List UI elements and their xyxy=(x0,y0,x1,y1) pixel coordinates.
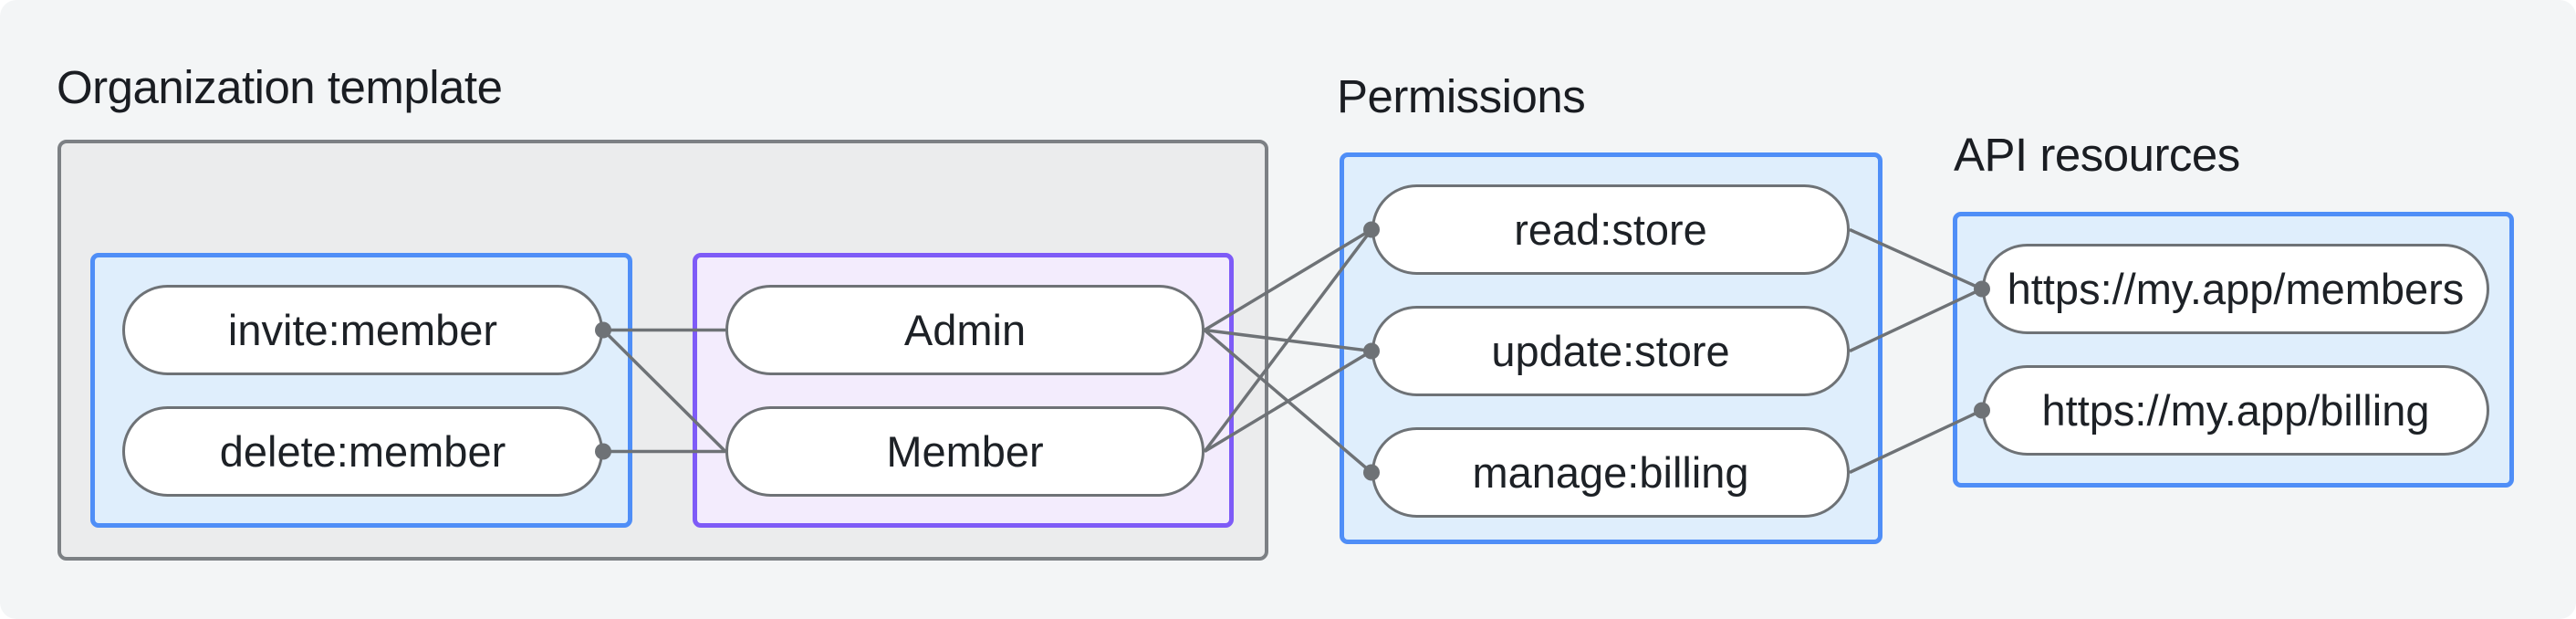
permissions-heading: Permissions xyxy=(1337,70,1586,122)
pill-api-members-url: https://my.app/members xyxy=(1982,244,2489,334)
org-template-heading: Organization template xyxy=(57,61,503,113)
pill-admin-role: Admin xyxy=(725,285,1205,375)
pill-read-store: read:store xyxy=(1371,184,1850,275)
pill-member-role: Member xyxy=(725,406,1205,497)
pill-manage-billing: manage:billing xyxy=(1371,427,1850,518)
pill-delete-member: delete:member xyxy=(122,406,603,497)
pill-api-billing-url: https://my.app/billing xyxy=(1982,365,2489,456)
api-resources-heading: API resources xyxy=(1954,129,2240,181)
pill-invite-member: invite:member xyxy=(122,285,603,375)
pill-update-store: update:store xyxy=(1371,306,1850,396)
